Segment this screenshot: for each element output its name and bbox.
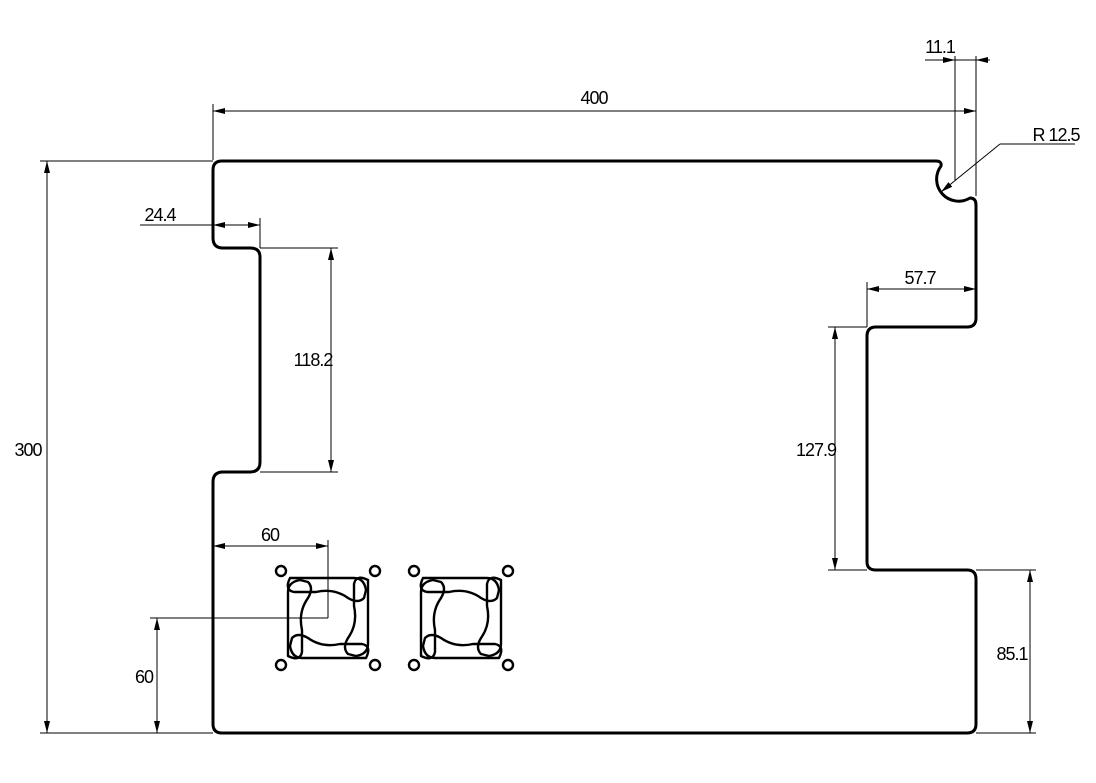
dimension-notch-radius: R 12.5 — [940, 125, 1081, 193]
fan-grille-right — [409, 566, 513, 670]
dimension-label-notch-radius: R 12.5 — [1032, 125, 1080, 145]
dimension-label-fan-horizontal: 60 — [261, 525, 280, 545]
dimension-label-fan-vertical: 60 — [135, 667, 154, 687]
dimension-label-right-bottom-offset: 85.1 — [996, 644, 1028, 664]
dimension-label-overall-width: 400 — [580, 88, 608, 108]
dimension-fan-horizontal: 60 — [213, 525, 329, 618]
dimension-label-right-cutout-depth: 57.7 — [904, 268, 936, 288]
dimension-label-notch-offset: 11.1 — [925, 37, 956, 57]
plate-outline — [211, 159, 978, 735]
dimension-left-cutout-depth: 24.4 — [140, 205, 261, 248]
dimension-overall-height: 300 — [14, 160, 213, 734]
dimension-label-left-cutout-depth: 24.4 — [144, 205, 176, 225]
dimension-label-right-cutout-length: 127.9 — [796, 440, 837, 460]
dimension-overall-width: 400 — [212, 56, 977, 196]
dimension-right-bottom-offset: 85.1 — [976, 569, 1036, 734]
dimension-right-cutout-length: 127.9 — [796, 326, 867, 571]
dimension-notch-offset: 11.1 — [925, 37, 990, 180]
dimension-right-cutout-depth: 57.7 — [866, 268, 976, 327]
dimension-fan-vertical: 60 — [135, 617, 328, 733]
dimension-label-overall-height: 300 — [14, 440, 42, 460]
dimension-left-cutout-length: 118.2 — [260, 247, 338, 473]
dimension-label-left-cutout-length: 118.2 — [294, 350, 334, 370]
